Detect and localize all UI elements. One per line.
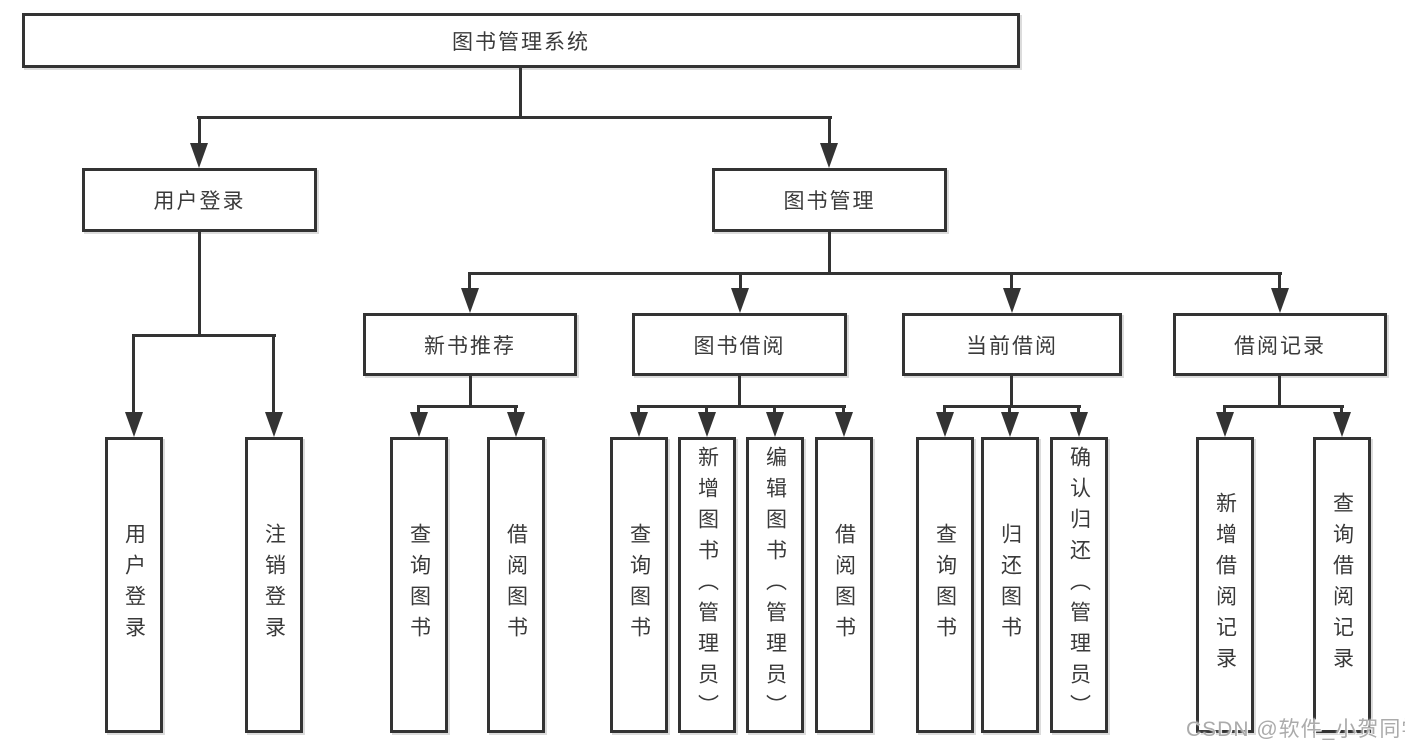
connector-vline: [514, 405, 517, 415]
connector-vline: [1010, 376, 1013, 407]
arrowhead-down-icon: [1271, 288, 1289, 313]
arrowhead-down-icon: [820, 143, 838, 168]
connector-vline: [468, 272, 471, 292]
watermark: CSDN @软件_小贺同学: [1186, 718, 1405, 741]
connector-vline: [773, 405, 776, 415]
arrowhead-down-icon: [265, 412, 283, 437]
node-label: 借阅记录: [1234, 334, 1326, 358]
leaf-edit-books-admin: 编辑图书（管理员）: [746, 437, 804, 733]
arrowhead-down-icon: [1333, 412, 1351, 437]
connector-vline: [1278, 272, 1281, 292]
leaf-query-books-recommend: 查询图书: [390, 437, 448, 733]
leaf-query-books-borrowing: 查询图书: [610, 437, 668, 733]
leaf-return-books: 归还图书: [981, 437, 1039, 733]
connector-vline: [272, 334, 275, 415]
leaf-query-borrow-record: 查询借阅记录: [1313, 437, 1371, 733]
arrowhead-down-icon: [1003, 288, 1021, 313]
connector-hline: [943, 405, 1081, 408]
node-book-management: 图书管理: [712, 168, 947, 232]
arrowhead-down-icon: [835, 412, 853, 437]
arrowhead-down-icon: [936, 412, 954, 437]
node-label: 图书借阅: [693, 334, 786, 358]
connector-hline: [637, 405, 846, 408]
leaf-add-borrow-record: 新增借阅记录: [1196, 437, 1254, 733]
node-label: 借阅图书: [832, 523, 856, 647]
node-label: 新增图书（管理员）: [695, 445, 719, 725]
arrowhead-down-icon: [698, 412, 716, 437]
connector-hline: [197, 116, 832, 119]
node-borrowing-records: 借阅记录: [1173, 313, 1387, 376]
node-label: 借阅图书: [504, 523, 528, 647]
node-library-management-system: 图书管理系统: [22, 13, 1020, 68]
leaf-confirm-return-admin: 确认归还（管理员）: [1050, 437, 1108, 733]
arrowhead-down-icon: [461, 288, 479, 313]
connector-vline: [828, 232, 831, 274]
connector-vline: [828, 116, 831, 146]
arrowhead-down-icon: [1001, 412, 1019, 437]
connector-vline: [1008, 405, 1011, 415]
connector-vline: [469, 376, 472, 407]
node-new-book-recommend: 新书推荐: [363, 313, 577, 376]
connector-vline: [842, 405, 845, 415]
connector-hline: [1223, 405, 1344, 408]
leaf-borrow-books: 借阅图书: [815, 437, 873, 733]
connector-vline: [738, 376, 741, 407]
leaf-user-login: 用户登录: [105, 437, 163, 733]
connector-hline: [468, 272, 1282, 275]
arrowhead-down-icon: [190, 143, 208, 168]
node-current-borrowing: 当前借阅: [902, 313, 1122, 376]
arrowhead-down-icon: [731, 288, 749, 313]
node-label: 当前借阅: [966, 334, 1058, 358]
arrowhead-down-icon: [630, 412, 648, 437]
leaf-borrow-books-recommend: 借阅图书: [487, 437, 545, 733]
arrowhead-down-icon: [1216, 412, 1234, 437]
arrowhead-down-icon: [507, 412, 525, 437]
leaf-query-books-current: 查询图书: [916, 437, 974, 733]
connector-hline: [132, 334, 276, 337]
node-label: 查询借阅记录: [1330, 492, 1354, 678]
connector-vline: [519, 68, 522, 118]
connector-vline: [637, 405, 640, 415]
connector-vline: [1278, 376, 1281, 407]
node-label: 新书推荐: [424, 334, 516, 358]
arrowhead-down-icon: [410, 412, 428, 437]
connector-vline: [132, 334, 135, 415]
node-label: 查询图书: [627, 523, 651, 647]
node-label: 确认归还（管理员）: [1067, 445, 1091, 725]
connector-hline: [417, 405, 518, 408]
leaf-add-books-admin: 新增图书（管理员）: [678, 437, 736, 733]
node-book-borrowing: 图书借阅: [632, 313, 847, 376]
arrowhead-down-icon: [766, 412, 784, 437]
node-label: 注销登录: [262, 523, 286, 647]
connector-vline: [198, 116, 201, 146]
connector-vline: [198, 232, 201, 336]
connector-vline: [705, 405, 708, 415]
node-user-login: 用户登录: [82, 168, 317, 232]
connector-vline: [1010, 272, 1013, 292]
connector-vline: [1340, 405, 1343, 415]
node-label: 查询图书: [933, 523, 957, 647]
node-label: 查询图书: [407, 523, 431, 647]
node-label: 用户登录: [153, 190, 246, 213]
node-label: 新增借阅记录: [1213, 492, 1237, 678]
node-label: 归还图书: [998, 523, 1022, 647]
leaf-logout: 注销登录: [245, 437, 303, 733]
arrowhead-down-icon: [125, 412, 143, 437]
node-label: 用户登录: [122, 523, 146, 647]
arrowhead-down-icon: [1070, 412, 1088, 437]
connector-vline: [1077, 405, 1080, 415]
node-label: 图书管理: [783, 190, 876, 213]
connector-vline: [417, 405, 420, 415]
connector-vline: [943, 405, 946, 415]
node-label: 编辑图书（管理员）: [763, 445, 787, 725]
node-label: 图书管理系统: [452, 30, 590, 54]
connector-vline: [1223, 405, 1226, 415]
connector-vline: [739, 272, 742, 292]
